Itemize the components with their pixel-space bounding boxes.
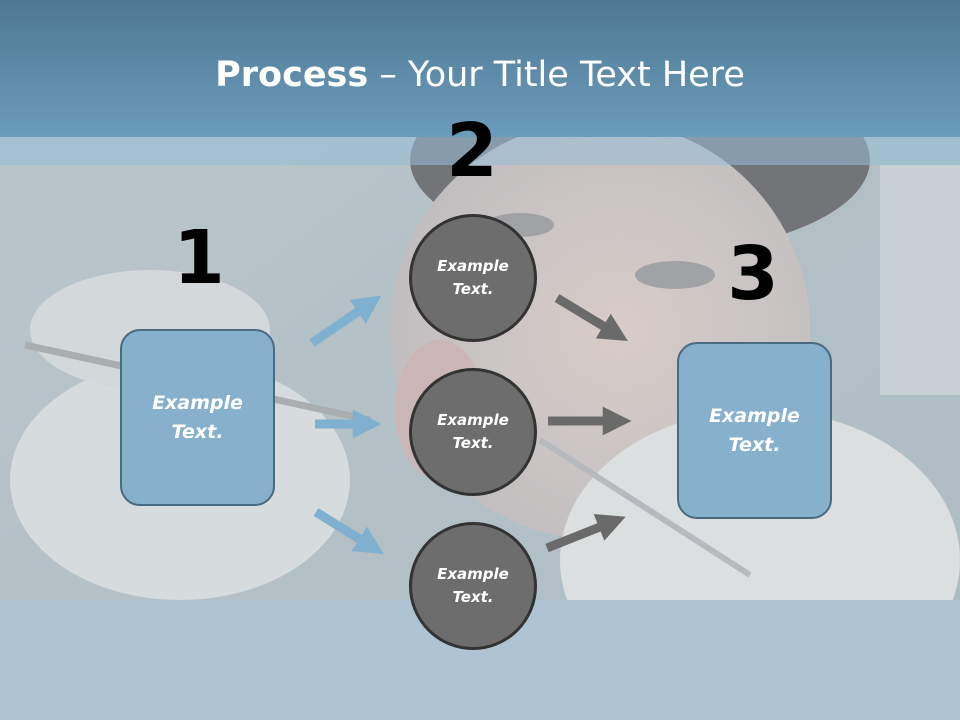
step-3-text: Example Text.: [709, 404, 800, 456]
slide-title: Process – Your Title Text Here: [0, 52, 960, 98]
title-strip: [0, 137, 960, 165]
step-2-circle-middle: Example Text.: [409, 368, 537, 496]
step-2-circle-middle-text: Example Text.: [437, 411, 509, 452]
arrow-1-to-2c: [313, 508, 384, 555]
step-number-2: 2: [446, 108, 498, 194]
step-2-circle-bottom-text: Example Text.: [437, 565, 509, 606]
step-1-text: Example Text.: [152, 391, 243, 443]
title-bar: [0, 0, 960, 137]
step-2-circle-top: Example Text.: [409, 214, 537, 342]
arrow-2c-to-3: [545, 513, 626, 553]
arrow-1-to-2a: [309, 295, 382, 347]
title-rest: – Your Title Text Here: [368, 55, 745, 95]
step-number-3: 3: [727, 231, 779, 317]
arrow-2a-to-3: [554, 294, 628, 341]
step-2-circle-bottom: Example Text.: [409, 522, 537, 650]
step-1-box: Example Text.: [120, 329, 275, 506]
step-3-box: Example Text.: [677, 342, 832, 519]
step-2-circle-top-text: Example Text.: [437, 257, 509, 298]
step-number-1: 1: [173, 215, 225, 301]
title-bold: Process: [215, 55, 369, 95]
